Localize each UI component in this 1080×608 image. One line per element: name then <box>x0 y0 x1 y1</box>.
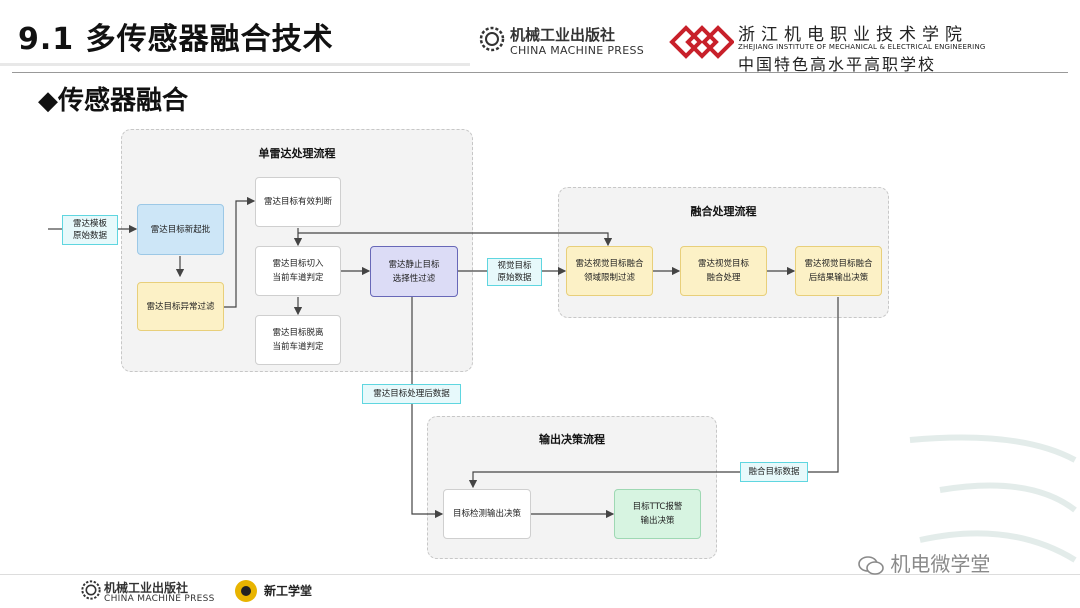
node-fusion-result-output: 雷达视觉目标融合 后结果输出决策 <box>795 246 882 296</box>
node-ttc-alarm-output: 目标TTC报警 输出决策 <box>614 489 701 539</box>
publisher-name-en: CHINA MACHINE PRESS <box>510 44 645 57</box>
node-radar-valid-judge: 雷达目标有效判断 <box>255 177 341 227</box>
section-subtitle: ◆传感器融合 <box>38 86 188 116</box>
edu-brand-name: 新工学堂 <box>264 584 313 598</box>
tag-fusion-target-data: 融合目标数据 <box>740 462 808 482</box>
school-name-en: ZHEJIANG INSTITUTE OF MECHANICAL & ELECT… <box>738 43 986 51</box>
header-bar <box>0 0 470 66</box>
footer-publisher-en: CHINA MACHINE PRESS <box>104 594 215 604</box>
decorative-road-graphic <box>909 434 1077 563</box>
node-radar-abnormal-filter: 雷达目标异常过滤 <box>137 282 224 331</box>
tag-vision-raw-data: 视觉目标 原始数据 <box>487 258 542 286</box>
node-fusion-domain-filter: 雷达视觉目标融合 领域限制过滤 <box>566 246 653 296</box>
school-slogan: 中国特色高水平高职学校 <box>738 55 937 74</box>
watermark-text: 机电微学堂 <box>890 552 991 576</box>
node-radar-cut-in: 雷达目标切入 当前车道判定 <box>255 246 341 296</box>
node-fusion-processing: 雷达视觉目标 融合处理 <box>680 246 767 296</box>
school-name-cn: 浙江机电职业技术学院 <box>738 25 968 45</box>
tag-radar-raw-data: 雷达模板 原始数据 <box>62 215 118 245</box>
school-emblem-icon <box>669 25 734 59</box>
header-divider <box>12 72 1068 73</box>
gear-logo-icon <box>479 26 505 52</box>
wechat-watermark: 机电微学堂 <box>858 548 990 577</box>
tag-radar-processed-data: 雷达目标处理后数据 <box>362 384 461 404</box>
footer-gear-logo-icon <box>81 580 101 600</box>
node-radar-new-batch: 雷达目标新起批 <box>137 204 224 255</box>
fusion-process-title: 融合处理流程 <box>690 205 757 218</box>
footer-divider <box>0 574 1080 575</box>
school-logo: 浙江机电职业技术学院 ZHEJIANG INSTITUTE OF MECHANI… <box>738 20 986 75</box>
page-title: 9.1 多传感器融合技术 <box>18 22 334 57</box>
node-radar-static-filter: 雷达静止目标 选择性过滤 <box>370 246 458 297</box>
output-decision-title: 输出决策流程 <box>539 433 605 446</box>
edu-logo-icon <box>235 580 257 602</box>
footer-publisher-cn: 机械工业出版社 <box>104 581 189 595</box>
publisher-name-cn: 机械工业出版社 <box>510 26 616 44</box>
node-radar-leave-lane: 雷达目标脱离 当前车道判定 <box>255 315 341 365</box>
radar-process-title: 单雷达处理流程 <box>258 147 336 160</box>
node-target-detect-output: 目标检测输出决策 <box>443 489 531 539</box>
wechat-icon <box>858 555 884 576</box>
